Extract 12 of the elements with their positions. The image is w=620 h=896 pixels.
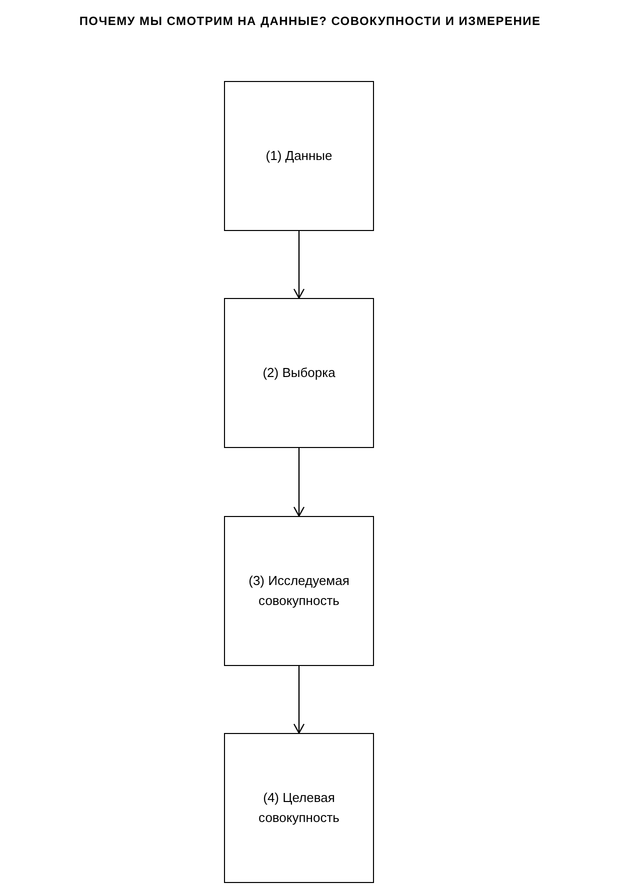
process-box: [224, 516, 374, 666]
arrow: [293, 448, 305, 517]
box-label: (3) Исследуемая совокупность: [248, 572, 350, 610]
diagram-title: ПОЧЕМУ МЫ СМОТРИМ НА ДАННЫЕ? СОВОКУПНОСТИ И ИЗМЕРЕНИЕ: [78, 13, 542, 30]
arrow: [293, 666, 305, 734]
box-label: (4) Целевая совокупность: [258, 789, 340, 827]
process-box: [224, 298, 374, 448]
box-label: (2) Выборка: [262, 364, 336, 382]
arrow: [293, 231, 305, 299]
process-box: [224, 81, 374, 231]
box-label: (1) Данные: [266, 147, 332, 165]
process-box: [224, 733, 374, 883]
